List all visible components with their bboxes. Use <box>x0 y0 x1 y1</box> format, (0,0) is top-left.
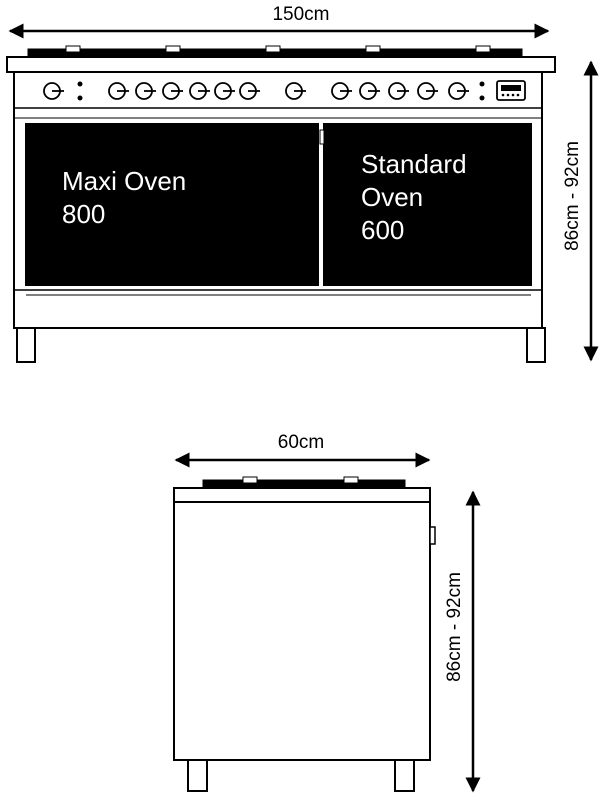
side-grates <box>202 476 406 489</box>
right-oven-label-line2: Oven <box>361 182 423 212</box>
knob-icon <box>417 82 438 100</box>
left-oven-label-line1: Maxi Oven <box>62 166 186 196</box>
knob-icon <box>135 82 156 100</box>
front-view: 150cm <box>6 4 599 363</box>
side-door-handle-icon <box>429 526 436 545</box>
right-oven-label-line1: Standard <box>361 149 467 179</box>
knob-icon <box>162 82 183 100</box>
side-body <box>173 501 431 761</box>
knob-icon <box>285 82 306 100</box>
side-depth-label: 60cm <box>278 432 324 453</box>
burner-cap <box>343 476 359 484</box>
right-oven-label: Standard Oven 600 <box>361 149 467 245</box>
knob-icon <box>388 82 409 100</box>
front-width-label: 150cm <box>272 4 329 25</box>
knob-icon <box>43 82 64 100</box>
front-height-dimension: 86cm - 92cm <box>562 60 599 362</box>
burner-cap <box>165 45 181 53</box>
burner-cap <box>265 45 281 53</box>
knob-icon <box>239 82 260 100</box>
right-leg <box>526 327 546 363</box>
hob-grates <box>27 45 523 57</box>
ignition-buttons-icon <box>77 81 83 101</box>
left-oven-label-line2: 800 <box>62 199 105 229</box>
front-width-dimension: 150cm <box>8 4 550 39</box>
side-depth-dimension: 60cm <box>174 432 431 468</box>
knob-icon <box>214 82 235 100</box>
side-view: 60cm 86cm - 92cm <box>173 432 481 793</box>
burner-cap <box>65 45 81 53</box>
knob-icon <box>359 82 380 100</box>
knob-icon <box>189 82 210 100</box>
control-knobs <box>43 80 526 101</box>
side-right-leg <box>394 759 415 792</box>
ignition-buttons-icon <box>479 81 485 101</box>
burner-cap <box>365 45 381 53</box>
knob-icon <box>448 82 469 100</box>
burner-cap <box>242 476 258 484</box>
knob-icon <box>108 82 129 100</box>
left-oven-label: Maxi Oven 800 <box>62 166 186 229</box>
knob-icon <box>331 82 352 100</box>
side-height-label: 86cm - 92cm <box>444 572 465 682</box>
left-leg <box>16 327 36 363</box>
cooker-top-strip <box>6 56 556 73</box>
left-oven-door <box>25 123 319 286</box>
right-oven-door <box>323 123 532 286</box>
side-height-dimension: 86cm - 92cm <box>444 490 481 793</box>
burner-cap <box>475 45 491 53</box>
side-left-leg <box>187 759 208 792</box>
timer-display-icon <box>496 80 526 101</box>
right-oven-label-line3: 600 <box>361 215 404 245</box>
side-top-strip <box>173 487 431 503</box>
front-height-label: 86cm - 92cm <box>562 141 583 251</box>
door-handle-icon <box>319 129 325 145</box>
